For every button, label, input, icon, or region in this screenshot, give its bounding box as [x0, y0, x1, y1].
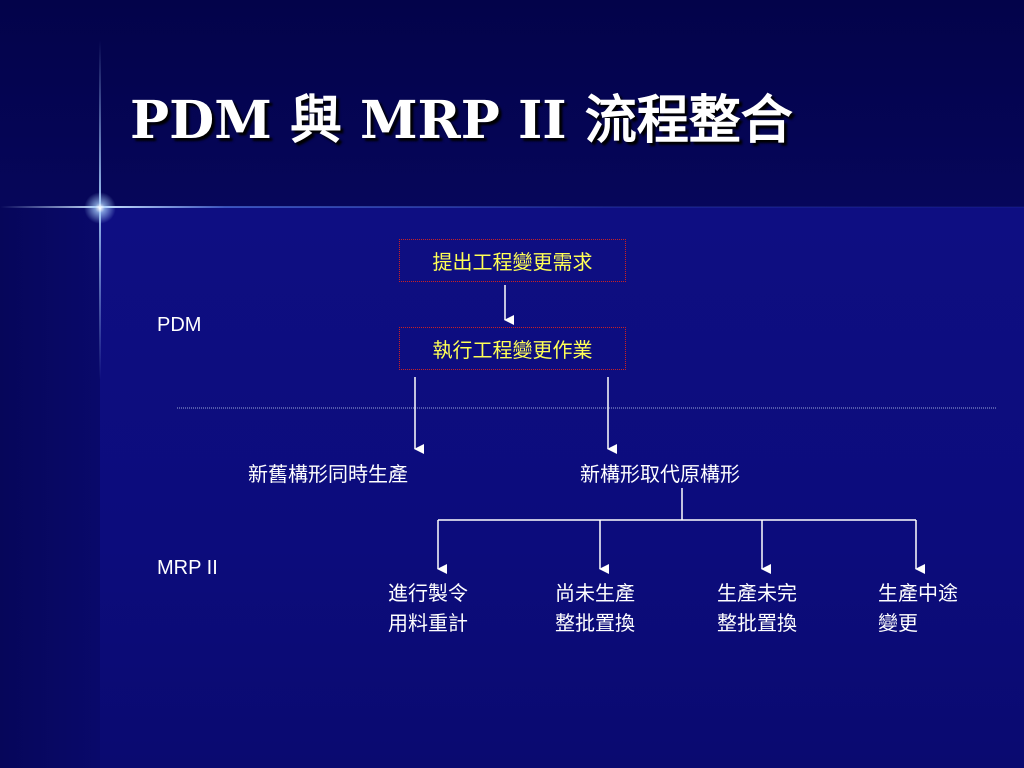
outcome-2: 尚未生產 整批置換 — [555, 578, 635, 638]
sparkle-horizontal-line — [0, 206, 1024, 208]
box-change-execution: 執行工程變更作業 — [399, 327, 626, 370]
lane-label-mrp: MRP II — [157, 557, 218, 579]
branch-replace-label: 新構形取代原構形 — [580, 462, 740, 486]
outcome-4-line-2: 變更 — [878, 611, 918, 635]
outcome-3: 生產未完 整批置換 — [717, 578, 797, 638]
outcome-3-line-1: 生產未完 — [717, 581, 797, 605]
outcome-1: 進行製令 用料重計 — [388, 578, 468, 638]
lane-label-pdm: PDM — [157, 314, 202, 336]
outcome-1-line-1: 進行製令 — [388, 581, 468, 605]
box-change-request: 提出工程變更需求 — [399, 239, 626, 282]
outcome-1-line-2: 用料重計 — [388, 611, 468, 635]
outcome-3-line-2: 整批置換 — [717, 611, 797, 635]
outcome-2-line-1: 尚未生產 — [555, 581, 635, 605]
left-band-background — [0, 207, 100, 768]
branch-coexist-label: 新舊構形同時生產 — [248, 462, 408, 486]
header-background — [0, 0, 1024, 207]
sparkle-star-icon — [84, 192, 116, 224]
slide-title: PDM 與 MRP II 流程整合 — [130, 90, 793, 151]
content-background — [100, 207, 1024, 768]
outcome-2-line-2: 整批置換 — [555, 611, 635, 635]
outcome-4-line-1: 生產中途 — [878, 581, 958, 605]
outcome-4: 生產中途 變更 — [878, 578, 958, 638]
